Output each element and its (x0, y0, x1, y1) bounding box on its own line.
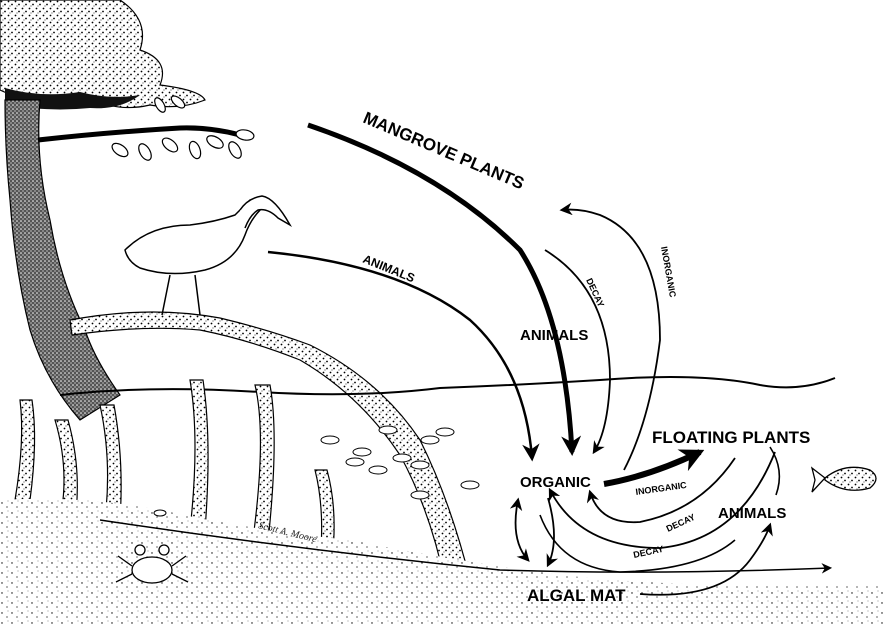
heron (125, 196, 290, 315)
arrow-decay-low (540, 515, 735, 572)
label-organic: ORGANIC (520, 474, 591, 491)
label-animals-mid: ANIMALS (520, 327, 588, 344)
label-floating-plants: FLOATING PLANTS (652, 428, 810, 447)
water-surface (60, 377, 835, 395)
arrow-mangrove-to-organic (308, 125, 572, 452)
arrow-organic-algal (516, 500, 528, 560)
tree-trunk (5, 100, 120, 420)
label-decay-mid: DECAY (665, 512, 697, 534)
snail (154, 510, 166, 516)
arrow-decay-upper (545, 250, 610, 452)
arrow-floating-to-animals (770, 447, 779, 495)
heron-legs (162, 275, 200, 315)
flow-arrows (268, 125, 779, 595)
tree-canopy (0, 0, 205, 108)
label-animals-top: ANIMALS (361, 252, 417, 285)
arrow-organic-algal-2 (548, 498, 554, 565)
label-algal-mat: ALGAL MAT (527, 586, 626, 605)
label-mangrove-plants: MANGROVE PLANTS (360, 108, 527, 193)
label-animals-right: ANIMALS (718, 505, 786, 522)
heron-neck (240, 196, 290, 228)
label-inorganic-top: INORGANIC (659, 246, 678, 299)
label-inorganic-low: INORGANIC (635, 480, 688, 497)
striped-fish (812, 467, 876, 492)
